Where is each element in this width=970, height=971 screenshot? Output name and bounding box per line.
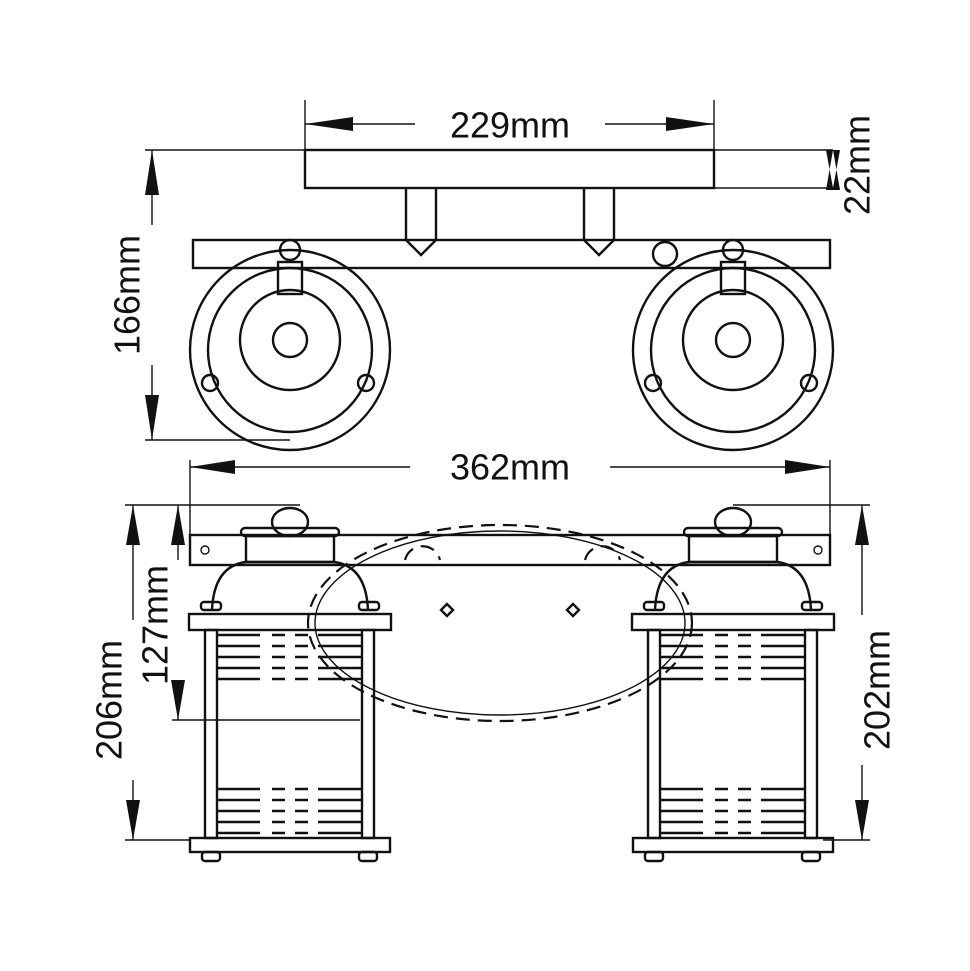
oval-backplate: [306, 523, 694, 723]
dimension-362: 362mm: [190, 447, 830, 488]
dim-label-166: 166mm: [107, 235, 148, 355]
dim-label-22: 22mm: [837, 115, 878, 215]
stems: [404, 188, 616, 257]
ceiling-plate: [303, 148, 716, 190]
dim-label-127: 127mm: [135, 565, 176, 685]
dimension-229: 229mm: [305, 105, 714, 146]
left-lantern: [187, 506, 393, 863]
mounting-bar: [188, 533, 832, 567]
dimension-127: 127mm: [135, 505, 185, 720]
right-lantern: [630, 506, 836, 863]
front-view: [125, 460, 870, 863]
right-backplate: [631, 238, 835, 452]
dimension-22: 22mm: [826, 115, 878, 215]
dimension-206: 206mm: [89, 505, 140, 840]
dim-label-202: 202mm: [857, 630, 898, 750]
dim-label-206: 206mm: [89, 640, 130, 760]
dimension-202: 202mm: [855, 505, 898, 840]
top-view: [145, 100, 835, 452]
dim-label-229: 229mm: [450, 105, 570, 146]
left-backplate: [188, 238, 392, 452]
dim-label-362: 362mm: [450, 447, 570, 488]
dimension-166: 166mm: [107, 150, 159, 440]
arm-bar: [191, 238, 832, 270]
